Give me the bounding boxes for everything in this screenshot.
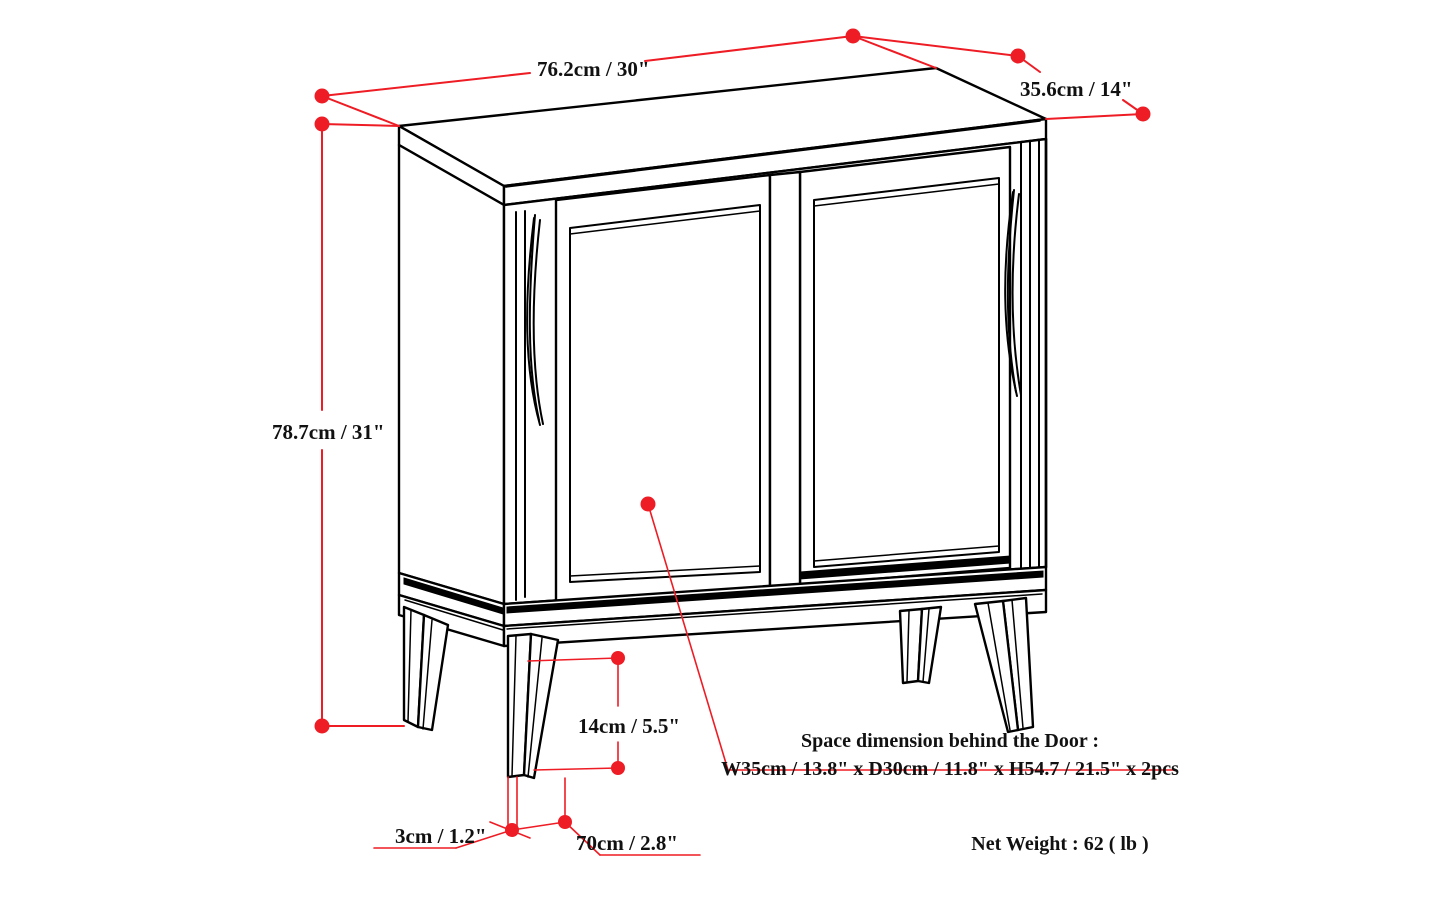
label-height: 78.7cm / 31"	[272, 420, 385, 444]
dimension-width	[314, 28, 937, 127]
label-leg-width: 70cm / 2.8"	[576, 831, 678, 855]
label-leg-height: 14cm / 5.5"	[578, 714, 680, 738]
note-net-weight: Net Weight : 62 ( lb )	[971, 833, 1148, 855]
dim-endpoint-marker	[1135, 106, 1151, 122]
cabinet-door-left	[526, 173, 772, 603]
cabinet-legs	[402, 596, 1035, 780]
cabinet-door-right	[798, 145, 1022, 587]
dimension-height	[314, 116, 405, 734]
label-leg-thickness: 3cm / 1.2"	[395, 824, 487, 848]
cabinet-illustration	[397, 66, 1048, 780]
note-space-dimension-line1: Space dimension behind the Door :	[801, 730, 1099, 752]
dim-endpoint-marker	[314, 718, 330, 734]
leader-space-dimension	[640, 496, 1176, 771]
dimension-leg-height	[527, 651, 625, 775]
cabinet-plinth	[397, 565, 1048, 648]
dim-endpoint-marker	[640, 496, 656, 512]
door-shadow-strip	[799, 555, 1011, 580]
label-depth: 35.6cm / 14"	[1020, 77, 1133, 101]
dimension-annotations	[314, 28, 1176, 856]
dim-endpoint-marker	[558, 815, 572, 829]
dim-endpoint-marker	[611, 651, 625, 665]
dim-endpoint-marker	[1010, 48, 1026, 64]
dimension-leg-width	[511, 777, 701, 856]
cabinet-center-stile	[768, 170, 802, 590]
label-width: 76.2cm / 30"	[537, 57, 650, 81]
dim-endpoint-marker	[314, 116, 330, 132]
dimension-depth	[852, 35, 1151, 122]
dim-endpoint-marker	[314, 88, 330, 104]
dim-endpoint-marker	[611, 761, 625, 775]
note-space-dimension-line2: W35cm / 13.8" x D30cm / 11.8" x H54.7 / …	[721, 758, 1179, 780]
